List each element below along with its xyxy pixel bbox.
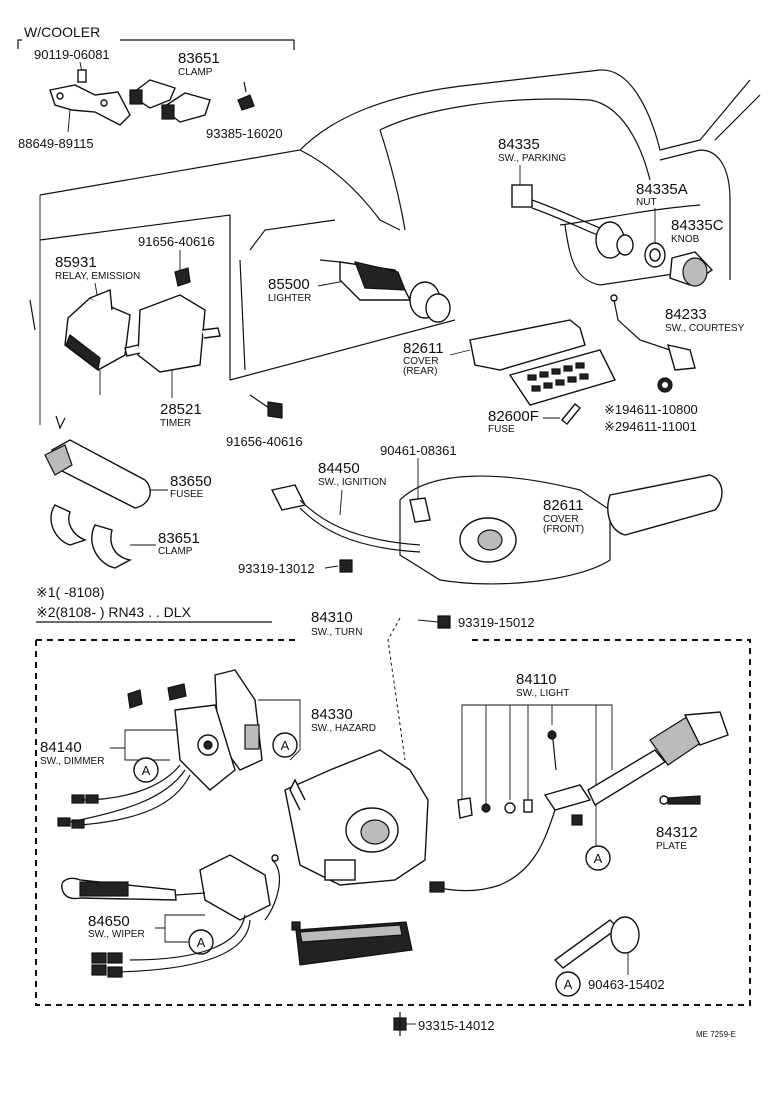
marker-a-tie bbox=[555, 971, 581, 997]
label-82611-rear: 82611 bbox=[403, 340, 444, 357]
fusee-83650: 83650 FUSEE bbox=[44, 439, 212, 509]
label-84110-name: SW., LIGHT bbox=[516, 688, 569, 699]
fuse-slots bbox=[527, 362, 589, 392]
label-83651-top: 83651 bbox=[178, 50, 220, 67]
column-switch-group: 84310 SW., TURN 93319-15012 bbox=[35, 609, 751, 1006]
label-84650: 84650 bbox=[88, 913, 130, 930]
parking-switch-84335: 84335 SW., PARKING bbox=[498, 136, 634, 259]
label-93319-15012: 93319-15012 bbox=[458, 615, 535, 630]
label-91656-40616-a: 91656-40616 bbox=[138, 234, 215, 249]
label-84335A: 84335A bbox=[636, 181, 688, 198]
label-90461-08361: 90461-08361 bbox=[380, 443, 457, 458]
ignition-switch-84450: 84450 SW., IGNITION 90461-08361 bbox=[270, 443, 611, 585]
label-84233: 84233 bbox=[665, 306, 707, 323]
label-84335-name: SW., PARKING bbox=[498, 153, 566, 164]
lighter-85500: 85500 LIGHTER bbox=[268, 259, 451, 323]
bracket-88649: 90119-06081 88649-89115 bbox=[18, 47, 131, 151]
label-84312: 84312 bbox=[656, 824, 698, 841]
label-93315-14012: 93315-14012 bbox=[418, 1018, 495, 1033]
label-84335: 84335 bbox=[498, 136, 540, 153]
label-84330-name: SW., HAZARD bbox=[311, 723, 376, 734]
connector-block bbox=[291, 921, 413, 966]
label-84335C-name: KNOB bbox=[671, 234, 700, 245]
wiper-connectors bbox=[91, 952, 123, 978]
label-85931: 85931 bbox=[55, 254, 97, 271]
label-83650-name: FUSEE bbox=[170, 489, 204, 500]
light-switch-84110: 84110 SW., LIGHT A bbox=[429, 671, 729, 893]
hazard-dimmer-group: 84330 SW., HAZARD A 84140 SW., DIMMER A bbox=[40, 669, 376, 829]
marker-a-light bbox=[585, 845, 611, 871]
label-82600F-name: FUSE bbox=[488, 424, 515, 435]
bolt-93385: 93385-16020 bbox=[206, 81, 283, 141]
label-83650: 83650 bbox=[170, 473, 212, 490]
label-84335A-name: NUT bbox=[636, 197, 657, 208]
label-82611-rear-name2: (REAR) bbox=[403, 366, 437, 377]
marker-a-dimmer bbox=[133, 757, 159, 783]
marker-a-dimmer-text: A bbox=[142, 763, 151, 778]
marker-a-tie-text: A bbox=[564, 977, 573, 992]
cooler-header: W/COOLER bbox=[24, 24, 100, 40]
marker-a-hazard-text: A bbox=[281, 738, 290, 753]
label-82611-rear-name1: COVER bbox=[403, 356, 439, 367]
tie-90463: A 90463-15402 bbox=[553, 916, 665, 997]
label-194611-10800: ※194611-10800 bbox=[604, 402, 698, 417]
bolt-91656-lower: 91656-40616 bbox=[226, 394, 303, 449]
label-85500-name: LIGHTER bbox=[268, 293, 311, 304]
cover-rear-82611: 82611 COVER (REAR) 82600F FUSE bbox=[403, 319, 617, 435]
cooler-group: W/COOLER bbox=[17, 24, 295, 50]
label-83651-top-name: CLAMP bbox=[178, 67, 213, 78]
label-84312-name: PLATE bbox=[656, 841, 687, 852]
label-84330: 84330 bbox=[311, 706, 353, 723]
label-83651-lower-name: CLAMP bbox=[158, 546, 193, 557]
label-83651-lower: 83651 bbox=[158, 530, 200, 547]
label-85500: 85500 bbox=[268, 276, 310, 293]
bolt-93315: 93315-14012 bbox=[393, 1012, 495, 1036]
label-84335C: 84335C bbox=[671, 217, 724, 234]
label-82611-front-name1: COVER bbox=[543, 514, 579, 525]
label-84450-name: SW., IGNITION bbox=[318, 477, 386, 488]
marker-a-wiper-text: A bbox=[197, 935, 206, 950]
label-84310: 84310 bbox=[311, 609, 353, 626]
cover-front-82611: 82611 COVER (FRONT) bbox=[543, 474, 723, 536]
plate-84312: 84312 PLATE bbox=[656, 795, 701, 852]
label-82611-front: 82611 bbox=[543, 497, 584, 514]
note-2: ※2(8108- ) RN43 . . DLX bbox=[36, 604, 192, 620]
label-84310-name: SW., TURN bbox=[311, 627, 362, 638]
label-93385-16020: 93385-16020 bbox=[206, 126, 283, 141]
note-1: ※1( -8108) bbox=[36, 584, 105, 600]
bolt-93319-13012: 93319-13012 bbox=[238, 559, 353, 576]
label-90463-15402: 90463-15402 bbox=[588, 977, 665, 992]
label-84140: 84140 bbox=[40, 739, 82, 756]
label-84233-name: SW., COURTESY bbox=[665, 323, 745, 334]
turn-switch-body bbox=[284, 749, 429, 886]
dashboard-outline bbox=[29, 69, 761, 430]
nut-knob-group: 84335A NUT 84335C KNOB bbox=[636, 181, 724, 287]
label-84450: 84450 bbox=[318, 460, 360, 477]
label-85931-name: RELAY, EMISSION bbox=[55, 271, 140, 282]
label-84110: 84110 bbox=[516, 671, 557, 688]
marker-a-light-text: A bbox=[594, 851, 603, 866]
drawing-code: ME 7259-E bbox=[696, 1030, 736, 1039]
label-82600F: 82600F bbox=[488, 408, 539, 425]
courtesy-switch-84233: 84233 SW., COURTESY ※194611-10800 ※29461… bbox=[604, 294, 745, 434]
notes: ※1( -8108) ※2(8108- ) RN43 . . DLX bbox=[36, 584, 272, 623]
label-84140-name: SW., DIMMER bbox=[40, 756, 104, 767]
label-28521: 28521 bbox=[160, 401, 202, 418]
label-90119-06081: 90119-06081 bbox=[34, 47, 110, 62]
wiper-switch-84650: 84650 SW., WIPER A bbox=[61, 854, 280, 978]
label-93319-13012: 93319-13012 bbox=[238, 561, 315, 576]
label-28521-name: TIMER bbox=[160, 418, 191, 429]
clamp-83651-top: 83651 CLAMP bbox=[128, 50, 220, 123]
label-82611-front-name2: (FRONT) bbox=[543, 524, 584, 535]
label-294611-11001: ※294611-11001 bbox=[604, 419, 697, 434]
marker-a-hazard bbox=[272, 732, 298, 758]
label-84650-name: SW., WIPER bbox=[88, 929, 145, 940]
label-91656-40616-b: 91656-40616 bbox=[226, 434, 303, 449]
clamp-83651-lower: 83651 CLAMP bbox=[50, 504, 200, 569]
label-88649-89115: 88649-89115 bbox=[18, 136, 94, 151]
relay-timer-group: 91656-40616 85931 RELAY, EMISSION 28521 … bbox=[55, 234, 221, 429]
marker-a-wiper bbox=[188, 929, 214, 955]
dimmer-connectors bbox=[57, 794, 99, 829]
